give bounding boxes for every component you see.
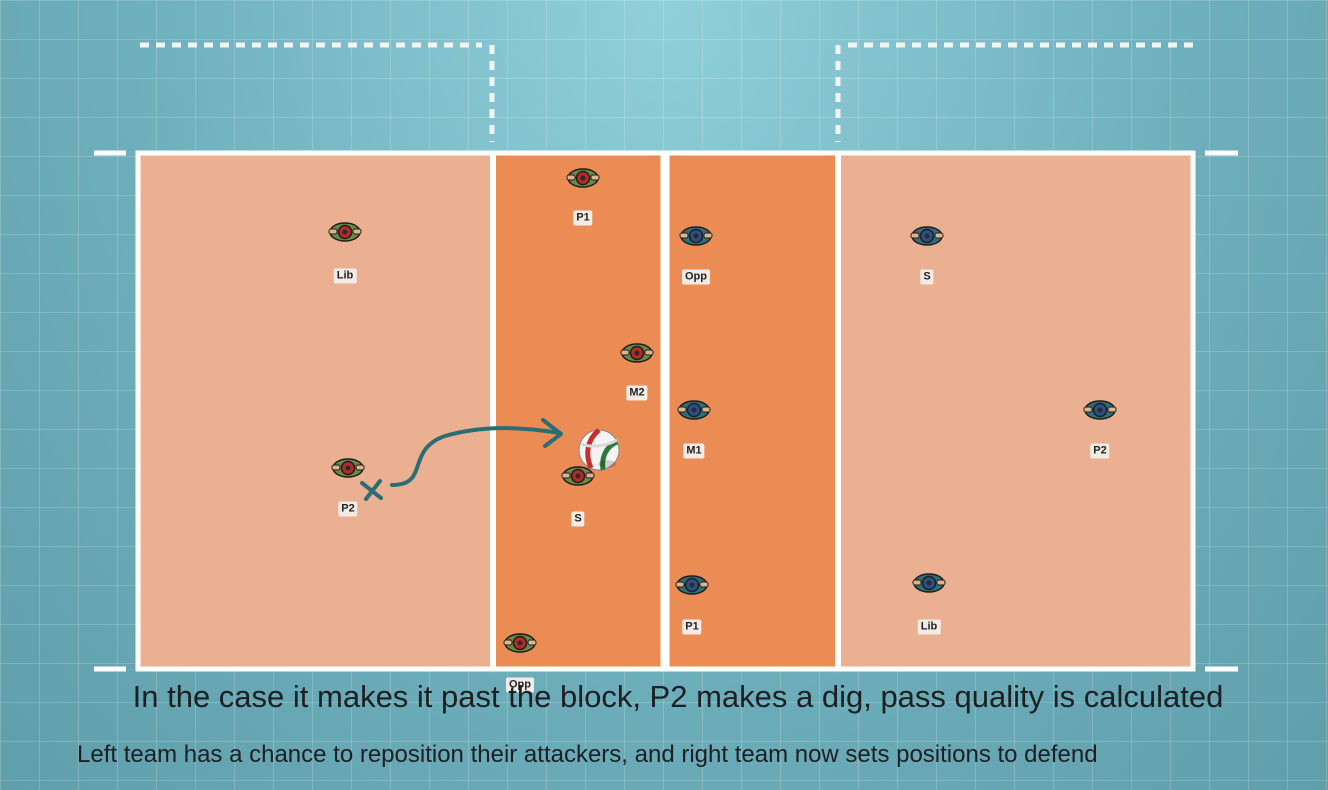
player-label-right-p1: P1 [682, 619, 702, 635]
player-label-left-s: S [571, 511, 585, 527]
player-label-left-opp: Opp [506, 677, 534, 693]
player-left-lib-icon[interactable] [325, 212, 365, 252]
player-left-m2-icon[interactable] [617, 333, 657, 373]
player-right-m1-icon[interactable] [674, 390, 714, 430]
player-left-opp-icon[interactable] [500, 623, 540, 663]
player-label-left-p1: P1 [573, 210, 593, 226]
player-label-left-m2: M2 [626, 385, 648, 401]
player-right-opp-icon[interactable] [676, 216, 716, 256]
volleyball-ball[interactable] [577, 428, 621, 472]
court-lines [94, 150, 1238, 672]
player-right-lib-icon[interactable] [909, 563, 949, 603]
caption-secondary: Left team has a chance to reposition the… [77, 741, 1098, 768]
caption-primary: In the case it makes it past the block, … [132, 679, 1224, 714]
player-label-right-lib: Lib [917, 619, 941, 635]
player-left-p1-icon[interactable] [563, 158, 603, 198]
left-back-zone [138, 153, 493, 669]
player-right-s-icon[interactable] [907, 216, 947, 256]
player-label-right-m1: M1 [683, 443, 705, 459]
player-label-right-opp: Opp [682, 269, 710, 285]
player-label-left-p2: P2 [338, 501, 358, 517]
player-right-p1-icon[interactable] [672, 565, 712, 605]
left-front-zone [493, 153, 665, 669]
player-left-p2-icon[interactable] [328, 448, 368, 488]
pass-arrow [390, 418, 563, 487]
player-label-right-s: S [920, 269, 934, 285]
right-back-zone [838, 153, 1193, 669]
dig-cross-mark [360, 479, 383, 501]
free-zone-lines [140, 42, 1195, 142]
player-label-left-lib: Lib [333, 268, 357, 284]
player-left-s-icon[interactable] [558, 456, 598, 496]
player-label-right-p2: P2 [1090, 443, 1110, 459]
player-right-p2-icon[interactable] [1080, 390, 1120, 430]
